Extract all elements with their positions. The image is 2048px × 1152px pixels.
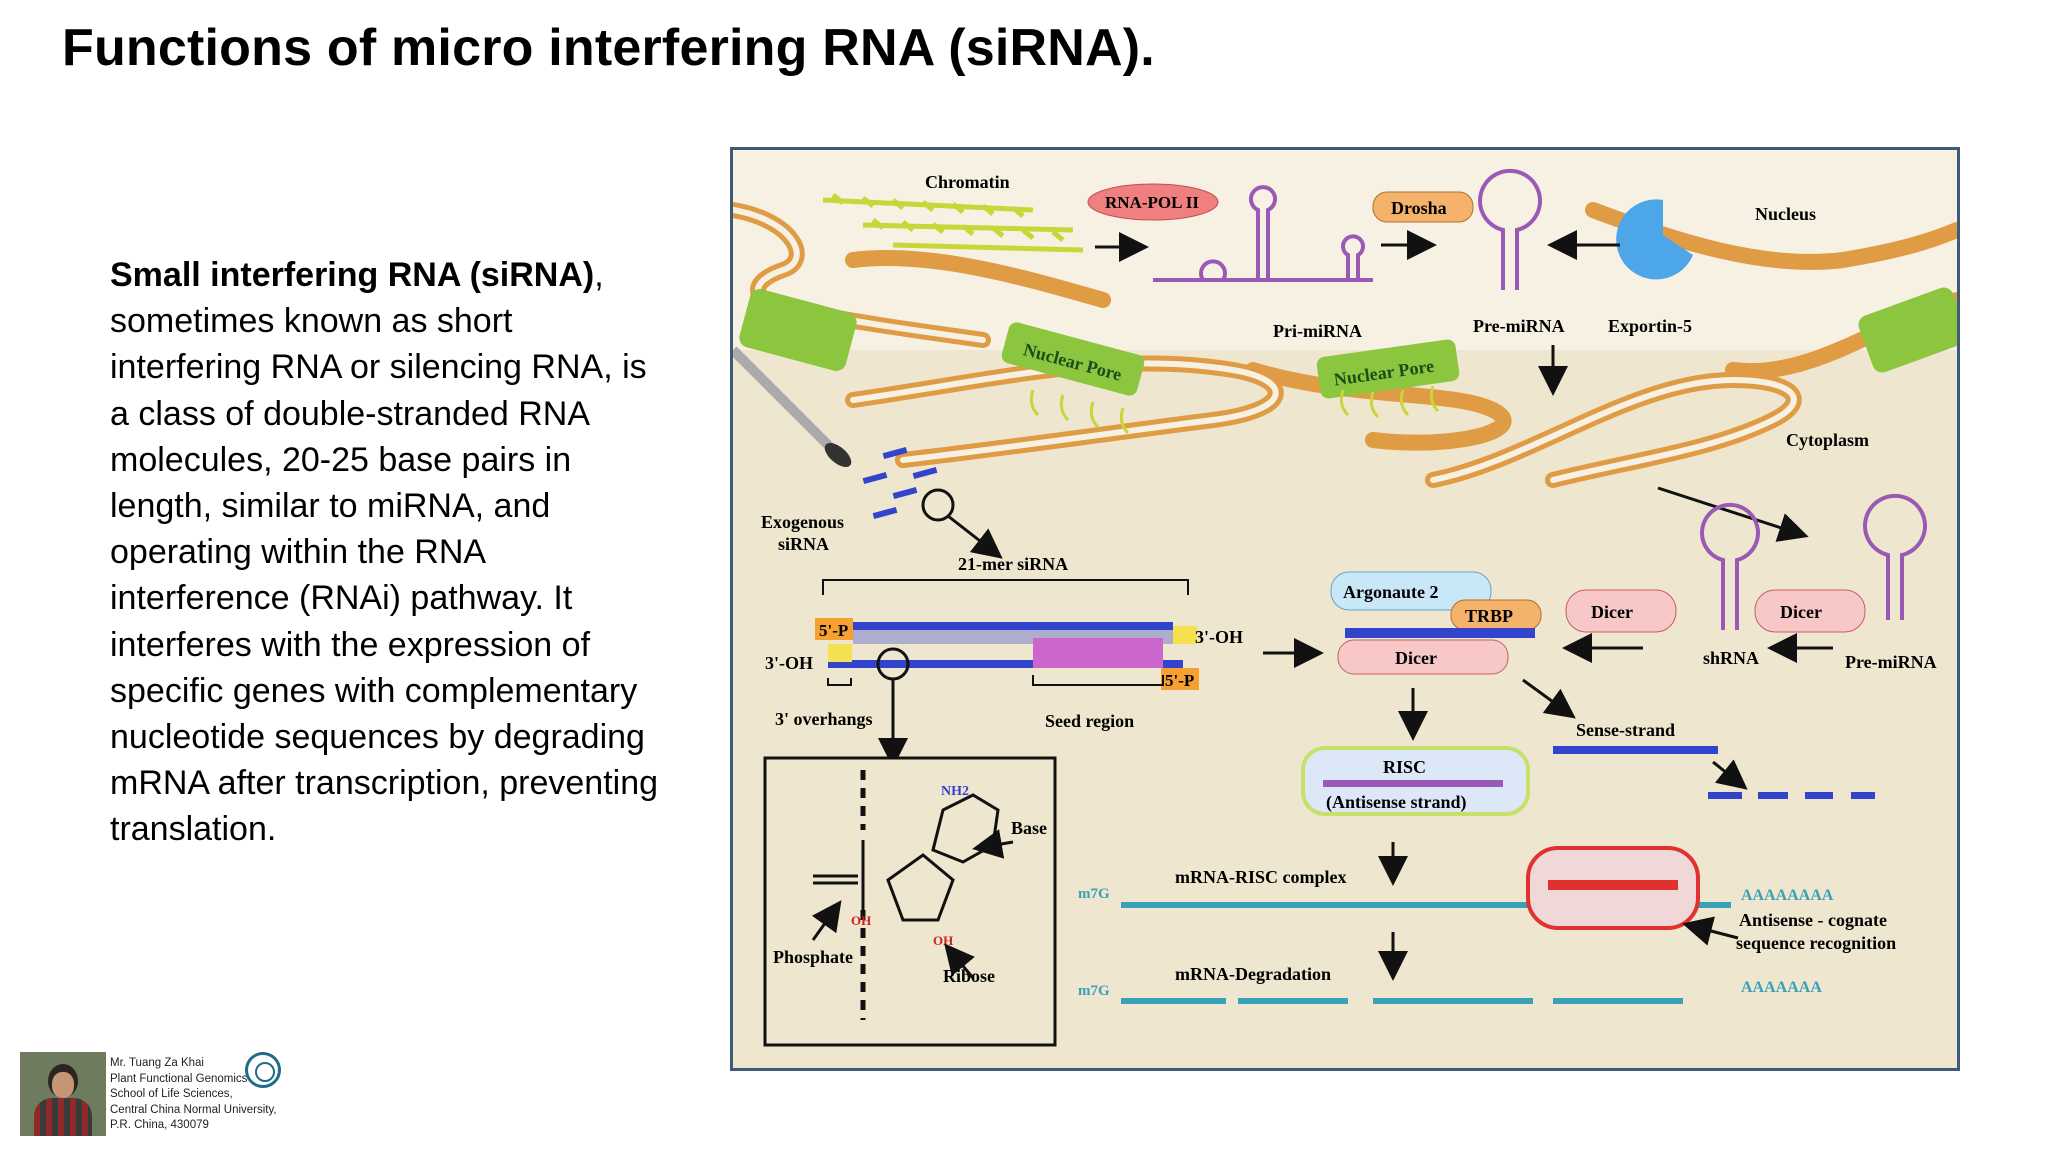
pre-mirna-hairpin-top	[1478, 168, 1542, 290]
rna-pol-shape	[1087, 183, 1219, 221]
dicer-shape-complex	[1337, 639, 1509, 675]
oh-label-ribose: OH	[933, 933, 953, 948]
zoom-circle-1	[921, 488, 955, 522]
rna-pol-label: RNA-POL II	[1105, 193, 1199, 212]
presenter-line: Plant Functional Genomics	[110, 1072, 248, 1085]
shrna-hairpin	[1700, 502, 1760, 630]
presenter-info: Mr. Tuang Za Khai Plant Functional Genom…	[110, 1056, 277, 1134]
seed-bracket	[1032, 675, 1164, 686]
seed-region-label: Seed region	[1045, 711, 1134, 731]
slide-title: Functions of micro interfering RNA (siRN…	[62, 19, 1155, 77]
arrow-ribose	[944, 943, 975, 979]
arrow-to-cytoplasm	[1657, 486, 1809, 542]
pore-tentacles	[1029, 385, 1440, 435]
zoom-circle-2	[876, 647, 910, 681]
body-text-rest: , sometimes known as short interfering R…	[110, 256, 659, 849]
sense-strand-label: Sense-strand	[1576, 720, 1675, 740]
phosphate-label: Phosphate	[773, 947, 853, 967]
argonaute-shape	[1330, 571, 1492, 611]
mrna-degradation-label: mRNA-Degradation	[1175, 964, 1331, 984]
mrna-fragments	[1121, 998, 1683, 1004]
drosha-label: Drosha	[1391, 198, 1447, 218]
cytoplasm-label: Cytoplasm	[1786, 430, 1869, 450]
three-oh-right: 3'-OH	[1195, 627, 1243, 647]
trbp-label: TRBP	[1465, 606, 1513, 626]
polya-label-1: AAAAAAAA	[1741, 887, 1834, 904]
arrow-sense-degrade	[1712, 759, 1748, 790]
five-p-label-right: 5'-P	[1165, 671, 1194, 690]
pathway-svg: Nuclear Pore Nuclear Pore Chromatin RNA-…	[733, 150, 1957, 1047]
pre-mirna-label-top: Pre-miRNA	[1473, 316, 1565, 336]
nh2-label: NH2	[941, 784, 969, 799]
risc-label: RISC	[1383, 757, 1426, 777]
presenter-photo	[20, 1052, 106, 1136]
body-bold-term: Small interfering RNA (siRNA)	[110, 256, 595, 294]
sense-strand-bar	[1553, 746, 1718, 754]
arrow-base	[972, 829, 1014, 859]
exportin-label: Exportin-5	[1608, 316, 1692, 336]
dicer-label-complex: Dicer	[1395, 648, 1437, 668]
drosha-shape	[1372, 191, 1474, 223]
presenter-line: Mr. Tuang Za Khai	[110, 1057, 204, 1069]
dicer-label-right: Dicer	[1780, 602, 1822, 622]
pre-mirna-label-right: Pre-miRNA	[1845, 652, 1937, 672]
sirna-21mer-label: 21-mer siRNA	[958, 554, 1068, 574]
presenter-line: School of Life Sciences,	[110, 1088, 233, 1100]
nuclear-pore-left	[739, 289, 857, 371]
sense-strand-fragments	[1708, 792, 1875, 799]
exogenous-label-2: siRNA	[778, 534, 829, 554]
five-p-box-left	[815, 618, 853, 640]
five-p-box-right	[1161, 668, 1199, 690]
university-logo-icon	[245, 1052, 281, 1088]
complex-sirna	[1345, 628, 1535, 638]
polya-label-2: AAAAAAA	[1741, 979, 1822, 996]
argonaute-label: Argonaute 2	[1343, 582, 1439, 602]
m7g-label-1: m7G	[1078, 886, 1110, 902]
nuclear-pore-right: Nuclear Pore	[1316, 339, 1460, 399]
exportin-shape	[1616, 199, 1693, 280]
sirna-duplex	[828, 622, 1197, 668]
antisense-strand-label: (Antisense strand)	[1326, 792, 1467, 813]
presenter-line: P.R. China, 430079	[110, 1119, 209, 1131]
chromatin	[822, 193, 1084, 253]
base-label: Base	[1011, 818, 1047, 838]
three-overhangs-label: 3' overhangs	[775, 709, 873, 729]
oh-label-phosphate: OH	[851, 913, 871, 928]
exogenous-sirna-dashes	[862, 446, 938, 520]
body-paragraph: Small interfering RNA (siRNA), sometimes…	[110, 252, 670, 853]
mrna-risc-antisense	[1548, 880, 1678, 890]
mrna-strand	[1121, 902, 1731, 908]
sirna-pathway-diagram: Nuclear Pore Nuclear Pore Chromatin RNA-…	[730, 147, 1960, 1071]
dicer-shape-mid	[1565, 589, 1677, 633]
overhang-bracket	[827, 678, 852, 686]
antisense-recog-label-2: sequence recognition	[1736, 933, 1896, 953]
antisense-recog-label-1: Antisense - cognate	[1739, 910, 1887, 930]
shrna-label: shRNA	[1703, 648, 1759, 668]
chromatin-label: Chromatin	[925, 172, 1010, 192]
dicer-label-mid: Dicer	[1591, 602, 1633, 622]
presenter-line: Central China Normal University,	[110, 1103, 277, 1116]
pre-mirna-hairpin-right	[1863, 493, 1927, 620]
pri-mirna-label: Pri-miRNA	[1273, 321, 1362, 341]
five-p-label-left: 5'-P	[819, 621, 848, 640]
syringe	[733, 346, 852, 467]
nucleotide-structure-box	[763, 756, 1057, 1047]
arrow-to-sense	[1522, 678, 1576, 719]
arrow-phosphate	[811, 900, 842, 941]
mrna-risc-label: mRNA-RISC complex	[1175, 867, 1346, 887]
nucleus-label: Nucleus	[1755, 204, 1816, 224]
three-oh-left: 3'-OH	[765, 653, 813, 673]
arrow-antisense-recog	[1682, 916, 1739, 946]
dicer-shape-right	[1754, 589, 1866, 633]
m7g-label-2: m7G	[1078, 983, 1110, 999]
nucleotide-structure	[813, 770, 1000, 1020]
ribose-label: Ribose	[943, 966, 995, 986]
21mer-bracket	[822, 579, 1189, 595]
arrow-to-21mer	[947, 514, 1003, 559]
exogenous-label-1: Exogenous	[761, 512, 844, 532]
risc-antisense-bar	[1323, 780, 1503, 787]
nuclear-pore-far-right	[1858, 287, 1957, 373]
pri-mirna-hairpin	[1153, 185, 1373, 282]
